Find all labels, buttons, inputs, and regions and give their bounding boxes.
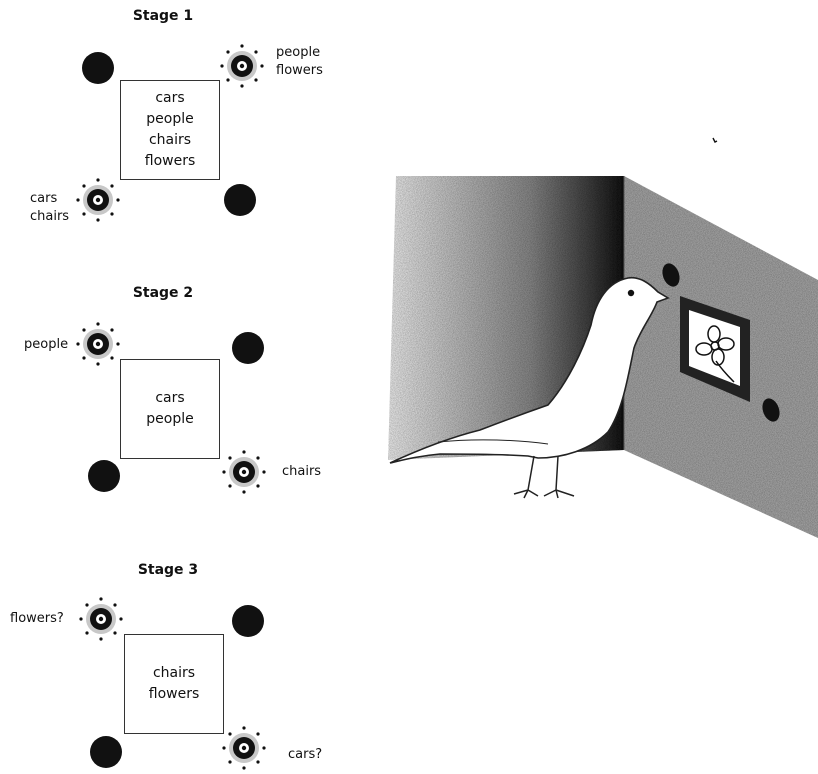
stage-3-top-left-label: flowers? xyxy=(10,610,64,628)
stage-1-bottom-left-label: cars chairs xyxy=(30,190,69,226)
pigeon-chamber-illustration xyxy=(378,120,818,540)
stage-2-top-left-label: people xyxy=(24,336,68,354)
stage-1-item: people xyxy=(146,109,193,130)
stage-3-item: chairs xyxy=(153,663,195,684)
stage-2-item: cars xyxy=(155,388,184,409)
stage-1-title: Stage 1 xyxy=(103,8,223,24)
stage-3-dark-key-bottom-left xyxy=(90,736,122,768)
stage-2-dark-key-bottom-left xyxy=(88,460,120,492)
stage-3-title: Stage 3 xyxy=(108,562,228,578)
stage-1-item: flowers xyxy=(145,151,196,172)
stage-2-lit-key-top-left xyxy=(76,322,120,366)
stage-3-lit-key-bottom-right xyxy=(222,726,266,770)
stage-1-lit-key-bottom-left xyxy=(76,178,120,222)
stage-3-box: chairs flowers xyxy=(124,634,224,734)
stage-3-lit-key-top-left xyxy=(79,597,123,641)
stage-2-item: people xyxy=(146,409,193,430)
stage-3-dark-key-top-right xyxy=(232,605,264,637)
stage-1-dark-key-top-left xyxy=(82,52,114,84)
stage-1-top-right-label: people flowers xyxy=(276,44,323,80)
stage-1-lit-key-top-right xyxy=(220,44,264,88)
stage-3-bottom-right-label: cars? xyxy=(288,746,322,764)
stage-1-item: cars xyxy=(155,88,184,109)
stage-2-box: cars people xyxy=(120,359,220,459)
stage-2-lit-key-bottom-right xyxy=(222,450,266,494)
stage-2-dark-key-top-right xyxy=(232,332,264,364)
stage-2-title: Stage 2 xyxy=(103,285,223,301)
stage-1-dark-key-bottom-right xyxy=(224,184,256,216)
stage-3-item: flowers xyxy=(149,684,200,705)
stage-1-item: chairs xyxy=(149,130,191,151)
stage-2-bottom-right-label: chairs xyxy=(282,463,321,481)
stage-1-box: cars people chairs flowers xyxy=(120,80,220,180)
